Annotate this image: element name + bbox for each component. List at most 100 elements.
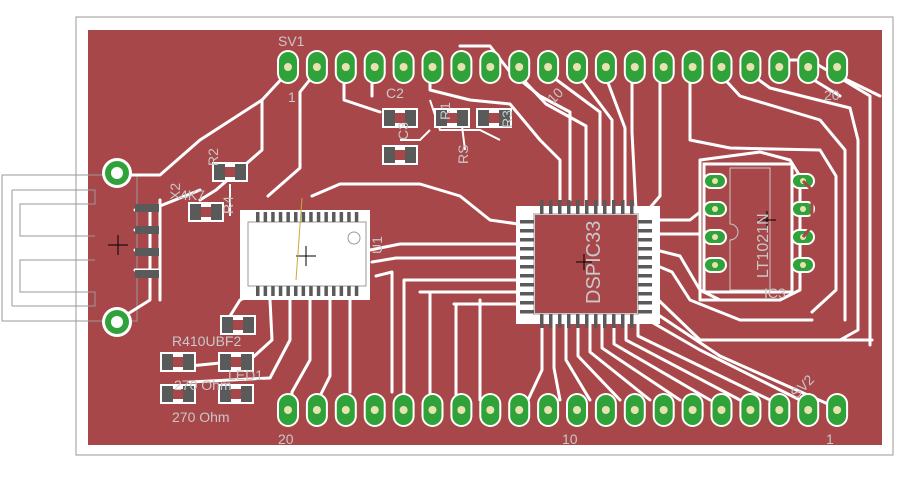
- sv1-pin: [421, 50, 444, 84]
- sv2-pin: [479, 393, 502, 427]
- u1-pin: [309, 286, 313, 296]
- label-r3: R3: [499, 110, 515, 128]
- u1-pin: [263, 286, 268, 296]
- sv1-pin: [334, 50, 357, 84]
- sv2-pin: [826, 393, 849, 427]
- mcu-pin: [576, 200, 580, 214]
- sv1-pin: [392, 50, 415, 84]
- mcu-pin: [520, 220, 534, 224]
- mcu-pin: [638, 220, 652, 224]
- sv2-pin: [363, 393, 386, 427]
- mcu-pin: [603, 200, 607, 214]
- ic3-pad: [703, 201, 727, 217]
- sv2-pin: [797, 393, 820, 427]
- u1-pin: [347, 286, 351, 296]
- mcu-pin: [603, 314, 607, 328]
- u1-pin: [301, 286, 306, 296]
- u1-pin: [256, 212, 260, 222]
- u1-pin: [301, 212, 306, 222]
- label-270-ohm-a: 270 Ohm: [174, 377, 232, 393]
- u1-pin: [294, 212, 298, 222]
- smd-component: [212, 162, 248, 182]
- mcu-pin: [612, 314, 616, 328]
- sv2-pin: [334, 393, 357, 427]
- label-x2: X2: [167, 183, 183, 200]
- sv2-pin: [623, 393, 646, 427]
- usb-mounting-holes: [102, 158, 159, 337]
- sv1-pin: [277, 50, 299, 84]
- mcu-pin: [549, 200, 553, 214]
- u1-pin: [278, 286, 283, 296]
- mcu-pin: [549, 314, 553, 328]
- mcu-pin: [638, 310, 652, 314]
- sv2-pin: [566, 393, 588, 427]
- label-r4: R4: [220, 196, 236, 214]
- mcu-pin: [638, 292, 652, 296]
- mcu-pin: [638, 247, 652, 251]
- label-u1: U1: [369, 236, 385, 254]
- sv2-pin: [537, 393, 560, 427]
- sv2-pin: [421, 393, 444, 427]
- label-led1: LED1: [228, 367, 263, 383]
- mcu-pin: [630, 314, 634, 328]
- ic3-pad: [791, 201, 815, 217]
- smd-component: [220, 315, 256, 335]
- ic3-chip: [703, 167, 815, 291]
- u1-pin: [263, 212, 268, 222]
- u1-pin: [339, 212, 344, 222]
- label-sv1-pin20: 20: [824, 87, 840, 103]
- mcu-pin: [612, 200, 616, 214]
- u1-pin: [354, 286, 359, 296]
- mcu-pin: [520, 238, 534, 242]
- mcu-pin: [594, 314, 598, 328]
- label-r2: R2: [205, 148, 221, 166]
- sv2-pin: [710, 393, 733, 427]
- mcu-pin: [520, 292, 534, 296]
- label-r410: R410UBF2: [172, 333, 241, 349]
- sv1-pin: [508, 50, 531, 84]
- mcu-pin: [558, 314, 562, 328]
- mcu-chip: [520, 200, 652, 328]
- mcu-pin: [621, 314, 625, 328]
- label-rs: RS: [455, 145, 471, 164]
- smd-component: [218, 384, 254, 404]
- sv1-pin: [594, 50, 617, 84]
- sv1-pin: [652, 50, 675, 84]
- sv2-pin: [768, 393, 791, 427]
- mcu-pin: [520, 265, 534, 269]
- u1-pin: [316, 286, 321, 296]
- u1-pin: [286, 286, 290, 296]
- mcu-pin: [638, 301, 652, 305]
- mcu-pin: [585, 200, 589, 214]
- mcu-pin: [520, 301, 534, 305]
- sv1-pin: [826, 50, 849, 84]
- mcu-pin: [576, 314, 580, 328]
- smd-component: [160, 384, 196, 404]
- ic3-pad: [703, 229, 727, 245]
- mcu-pin: [540, 200, 544, 214]
- sv1-pin: [479, 50, 502, 84]
- u1-pin: [271, 286, 275, 296]
- label-c2: C2: [386, 85, 404, 101]
- label-sv2-pin1: 1: [826, 431, 834, 447]
- sv1-pin: [623, 50, 646, 84]
- sv1-pin: [797, 50, 820, 84]
- label-sv1-pin1: 1: [288, 89, 296, 105]
- label-ic3: IC3: [764, 285, 786, 301]
- u1-pin: [339, 286, 344, 296]
- sv1-pin: [768, 50, 791, 84]
- mcu-pin: [520, 310, 534, 314]
- u1-pin: [347, 212, 351, 222]
- smd-component: [382, 145, 418, 165]
- mcu-pin: [567, 314, 571, 328]
- u1-pin: [278, 212, 283, 222]
- u1-pin: [332, 212, 336, 222]
- label-270-ohm-b: 270 Ohm: [172, 409, 230, 425]
- u1-pin: [256, 286, 260, 296]
- header-sv2: [277, 393, 849, 427]
- label-c3: C3: [395, 122, 411, 140]
- label-sv1: SV1: [278, 33, 305, 49]
- mcu-pin: [520, 247, 534, 251]
- smd-component: [476, 108, 512, 128]
- sv1-pin: [363, 50, 386, 84]
